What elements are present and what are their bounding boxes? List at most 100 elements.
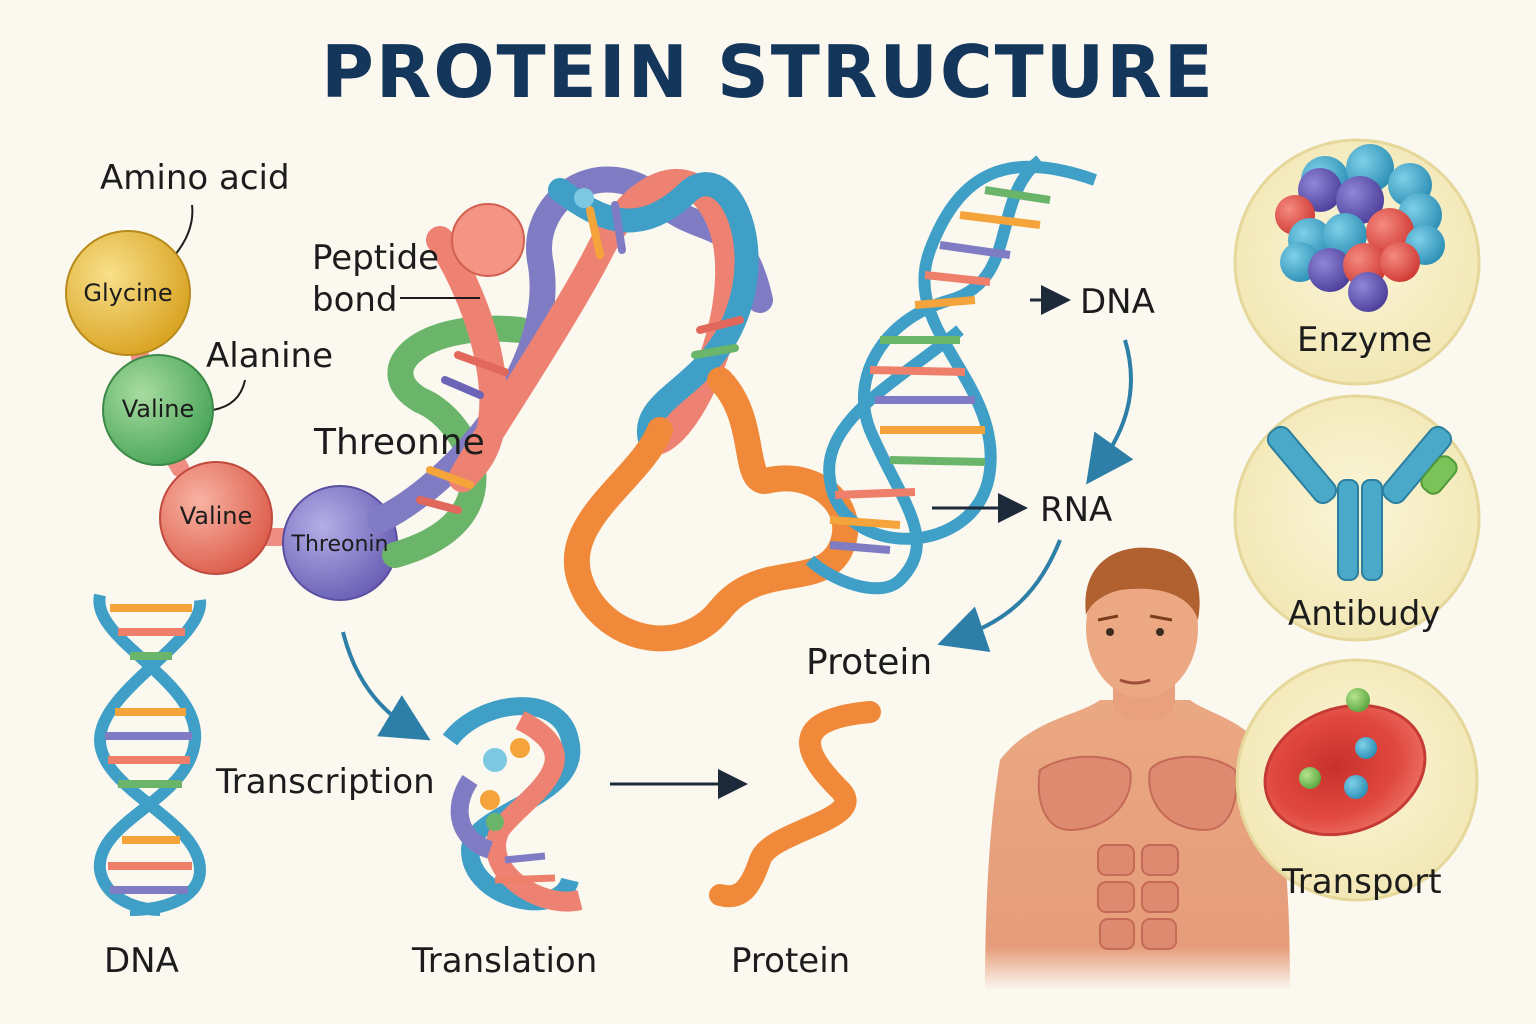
base-pair [696,316,744,334]
antibody-stem [1337,479,1359,581]
dna-strand [823,160,1097,545]
dna-helix-bottom [93,593,207,916]
base-pair [441,376,484,399]
enzyme-label: Enzyme [1297,320,1433,360]
dna-rung [914,296,976,309]
function-antibody [1233,394,1481,642]
valine-label: Valine [121,395,195,423]
threonin-label: Threonin [291,532,389,557]
bond-label: bond [312,280,398,320]
translation-label: Translation [412,941,598,981]
function-enzyme [1233,138,1481,386]
ab-segment [1097,844,1135,876]
translation-helix [442,697,583,912]
protein-label-right: Protein [806,642,933,683]
translation-rung [494,874,556,884]
threonne-label: Threonne [314,422,485,463]
ribbon-salmon [426,169,744,493]
antibody-label: Antibudy [1288,594,1441,634]
eye [1156,628,1164,636]
dna-rung [924,271,991,286]
base-pair [586,206,604,259]
hair [1085,547,1200,620]
rna-label-right: RNA [1040,490,1113,530]
base-pair [454,351,509,376]
enzyme-bead [1308,248,1352,292]
enzyme-bead [1348,272,1388,312]
oxygen-molecule [1299,767,1321,789]
ab-segment [1141,844,1179,876]
ribosome-bead [510,738,530,758]
ab-segment [1099,918,1135,950]
ribosome-bead [486,813,504,831]
folded-protein-ribbon [367,166,859,652]
eye [1106,628,1114,636]
amino-acid-label: Amino acid [100,158,290,198]
function-transport [1235,658,1479,902]
abdominal-muscles [1097,844,1179,950]
pectoral-left [1037,755,1132,832]
dna-helix-right [805,155,1097,595]
dna-rung [829,541,891,554]
human-figure [985,547,1290,990]
dna-rung [984,186,1051,204]
translation-strand [486,711,583,912]
antibody-arm-left [1266,425,1338,505]
translation-rung [504,852,546,864]
transcription-label: Transcription [216,762,435,802]
dna-rung [959,211,1041,229]
flow-arrows [341,285,1134,799]
dna-rung [939,241,1011,259]
antibody-stem [1361,479,1383,581]
arrow-chain-to-translation [341,631,431,741]
arrow-rna-to-protein [937,539,1062,652]
enzyme-bead [1336,176,1384,224]
dna-rung [889,456,986,466]
base-pair [611,201,626,254]
glycine-label: Glycine [83,279,173,307]
valine-label-2: Valine [179,502,253,530]
oxygen-molecule [1346,688,1370,712]
chain-leader-line [174,204,194,256]
base-pair [426,466,474,489]
dna-rungs [829,186,1051,554]
ab-segment [1141,881,1179,913]
oxygen-molecule [1355,737,1377,759]
pectoral-right [1148,755,1238,832]
peptide-label: Peptide [312,238,440,278]
page-title: PROTEIN STRUCTURE [321,30,1215,114]
chain-leader-line [212,379,246,411]
protein-label-bottom: Protein [731,941,851,981]
transport-label: Transport [1282,862,1442,902]
dna-rung [829,516,901,529]
glycine-sphere [65,230,191,356]
base-pair [416,496,462,514]
protein-ribbon-bottom [709,701,881,908]
oxygen-molecule [1344,775,1368,799]
base-pairs [416,201,744,514]
valine-sphere-2 [159,461,273,575]
ab-segment [1097,881,1135,913]
dna-rungs [105,604,192,894]
ribbon-orange [563,367,859,652]
alanine-label: Alanine [206,336,334,376]
red-blood-cell [1263,703,1427,837]
ribosome-bead [483,748,507,772]
dna-rung [869,366,966,376]
base-pair [691,344,739,359]
amino-acid-bead [451,203,525,277]
dna-label-bottom: DNA [104,941,179,981]
ribosome-bead [480,790,500,810]
amino-acid-chain [65,204,398,601]
antibody-tip [1420,455,1458,495]
arrow-dna-to-rna [1086,339,1134,485]
mouth [1119,678,1151,685]
ribbon-green [382,315,533,568]
valine-sphere [102,354,214,466]
ab-segment [1141,918,1177,950]
ribbon-blue [548,172,759,452]
eyebrow [1097,614,1173,622]
enzyme-bead [1380,242,1420,282]
translation-strand [450,775,494,859]
dna-rung [834,488,916,499]
